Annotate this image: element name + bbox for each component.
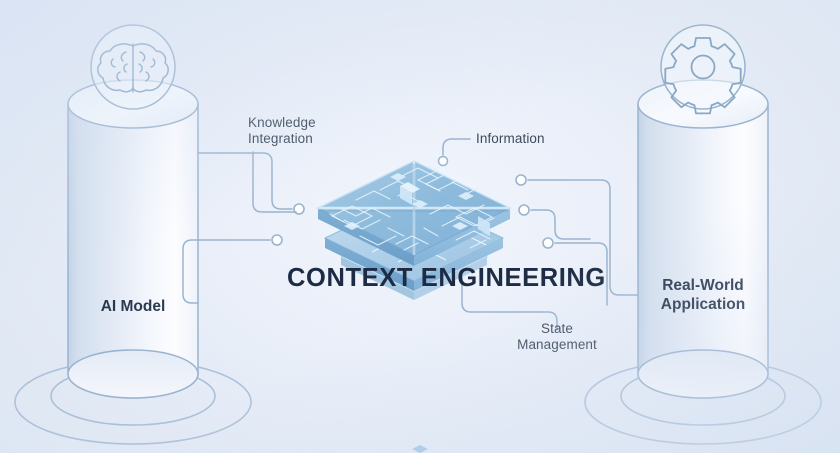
bottom-accent-mark	[412, 445, 428, 453]
connector-right-middle	[530, 209, 591, 240]
brain-icon	[90, 24, 176, 110]
connector-right-middle-node	[518, 204, 530, 216]
connector-right-top	[515, 174, 639, 296]
leader-information	[437, 138, 471, 167]
gear-icon	[660, 24, 746, 115]
callout-information: Information	[476, 131, 545, 146]
leader-knowledge-integration	[252, 151, 297, 213]
chip-pins	[400, 182, 490, 236]
left-cylinder-label: AI Model	[100, 298, 166, 315]
callout-knowledge-integration: Knowledge Integration	[248, 115, 316, 146]
connector-right-lower	[542, 237, 608, 306]
right-cylinder-label: Real-World Application	[660, 277, 746, 313]
leader-state-management	[461, 242, 558, 331]
connector-left-upper	[197, 152, 305, 215]
chip-layer-top	[316, 160, 512, 266]
callout-state-management: State Management	[517, 321, 597, 352]
connector-left-lower	[182, 234, 283, 304]
page-title: CONTEXT ENGINEERING	[287, 264, 606, 292]
